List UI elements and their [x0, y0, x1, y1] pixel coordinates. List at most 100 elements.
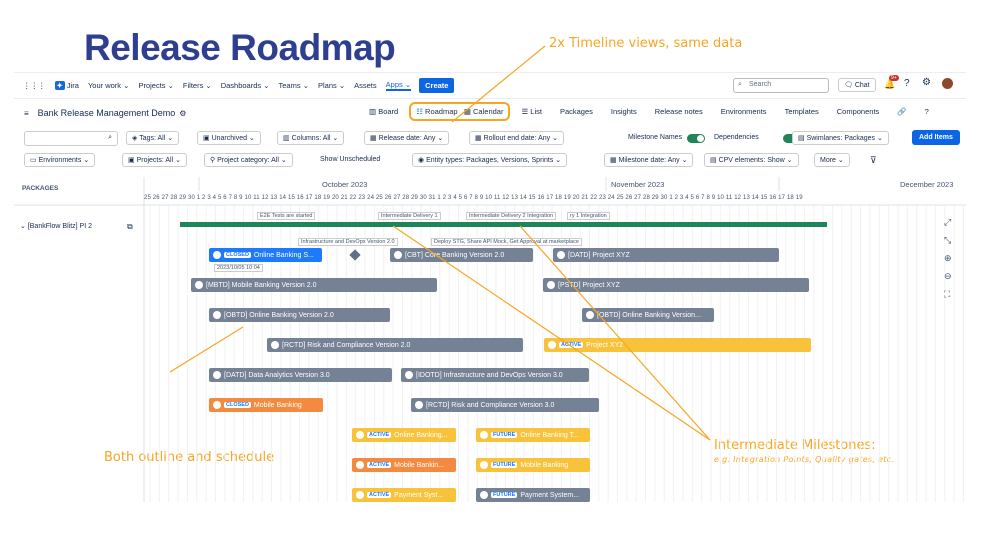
project-title: Bank Release Management Demo: [37, 108, 176, 118]
timeline-bar[interactable]: [DATD] Data Analytics Version 3.0: [209, 368, 392, 382]
filter-search-input[interactable]: ⌕: [24, 131, 118, 146]
milestone-date-filter[interactable]: ▦ Milestone date: Any ⌄: [604, 153, 694, 167]
nav-apps[interactable]: Apps ⌄: [385, 80, 412, 91]
link-icon[interactable]: 🔗: [897, 107, 907, 116]
annotation-milestones-sub: e.g. Integration Points, Quality gates, …: [714, 455, 895, 464]
clear-filter-icon[interactable]: ⊽: [870, 155, 877, 165]
tab-insights[interactable]: Insights: [610, 107, 637, 116]
tab-components[interactable]: Components: [836, 107, 880, 116]
nav-plans[interactable]: Plans ⌄: [317, 81, 346, 90]
swimlanes-icon: ▤: [798, 135, 805, 142]
show-unscheduled-label: Show Unscheduled: [320, 156, 381, 163]
tab-release-notes[interactable]: Release notes: [654, 107, 703, 116]
filter-bar: ⌕ ◈ Tags: All ⌄ ▣ Unarchived ⌄ ▥ Columns…: [14, 129, 966, 177]
search-input[interactable]: ⌕Search: [733, 78, 829, 93]
info-icon[interactable]: ?: [924, 107, 929, 116]
gear-icon[interactable]: ⚙: [922, 77, 931, 88]
timeline-bar[interactable]: [IDOTD] Infrastructure and DevOps Versio…: [401, 368, 589, 382]
open-link-icon[interactable]: ⧉: [127, 222, 133, 231]
nav-your-work[interactable]: Your work ⌄: [87, 81, 130, 90]
avatar[interactable]: [942, 78, 953, 89]
notifications-icon[interactable]: 🔔: [884, 79, 896, 89]
notification-badge: 9+: [889, 75, 899, 81]
milestone-label: Deploy STG, Share API Mock, Get Approval…: [431, 238, 582, 246]
pi-summary-bar[interactable]: [180, 222, 827, 227]
swimlanes-select[interactable]: ▤ Swimlanes: Packages ⌄: [792, 131, 889, 145]
create-button[interactable]: Create: [419, 78, 455, 93]
tab-templates[interactable]: Templates: [784, 107, 819, 116]
add-items-button[interactable]: Add Items: [912, 130, 960, 145]
sprint-icon: [480, 461, 488, 469]
timeline-bar[interactable]: [PSTD] Project XYZ: [543, 278, 809, 292]
category-icon: ⚲: [210, 157, 216, 164]
tags-filter[interactable]: ◈ Tags: All ⌄: [126, 131, 180, 145]
project-category-filter[interactable]: ⚲ Project category: All ⌄: [204, 153, 293, 167]
cpv-filter[interactable]: ▤ CPV elements: Show ⌄: [704, 153, 799, 167]
tab-list[interactable]: ☰ List: [521, 107, 542, 116]
board-icon: ▥: [369, 107, 377, 116]
milestone-label: Infrastructure and DevOps Version 2.0: [298, 238, 398, 246]
date-tooltip: 2023/10/05 10:04: [214, 264, 263, 272]
milestone-names-toggle[interactable]: [687, 134, 705, 143]
app-switcher-icon[interactable]: ⋮⋮⋮: [23, 81, 46, 90]
timeline-bar[interactable]: [CBT] Core Banking Version 2.0: [390, 248, 533, 262]
timeline-bar[interactable]: [OBTD] Online Banking Version...: [582, 308, 714, 322]
columns-filter[interactable]: ▥ Columns: All ⌄: [277, 131, 345, 145]
projects-filter[interactable]: ▣ Projects: All ⌄: [122, 153, 187, 167]
fit-icon[interactable]: ⛶: [944, 289, 951, 299]
release-icon: [213, 371, 221, 379]
tab-roadmap[interactable]: ☷ Roadmap ▦ Calendar: [409, 102, 511, 121]
zoom-in-icon[interactable]: ⊕: [944, 253, 952, 263]
tag-icon: ◈: [132, 135, 138, 142]
release-icon: [213, 401, 221, 409]
entity-types-filter[interactable]: ◉ Entity types: Packages, Versions, Spri…: [412, 153, 568, 167]
month-november: November 2023: [611, 180, 665, 189]
help-icon[interactable]: ?: [904, 78, 910, 89]
unarchived-filter[interactable]: ▣ Unarchived ⌄: [197, 131, 261, 145]
nav-projects[interactable]: Projects ⌄: [138, 81, 174, 90]
timeline-bar[interactable]: [RCTD] Risk and Compliance Version 3.0: [411, 398, 599, 412]
timeline-bar[interactable]: [MBTD] Mobile Banking Version 2.0: [191, 278, 437, 292]
annotation-outline-schedule: Both outline and schedule: [104, 450, 275, 465]
tab-calendar: Calendar: [473, 107, 504, 116]
more-filter[interactable]: More ⌄: [814, 153, 850, 167]
milestone-names-label: Milestone Names: [628, 134, 683, 141]
rollout-end-filter[interactable]: ▦ Rollout end date: Any ⌄: [469, 131, 564, 145]
environments-filter[interactable]: ▭ Environments ⌄: [24, 153, 96, 167]
zoom-out-icon[interactable]: ⊖: [944, 271, 952, 281]
expand-icon[interactable]: ⤢: [944, 217, 952, 227]
tab-packages[interactable]: Packages: [559, 107, 593, 116]
release-date-filter[interactable]: ▦ Release date: Any ⌄: [364, 131, 450, 145]
timeline-bar[interactable]: [DATD] Project XYZ: [553, 248, 779, 262]
group-row-label[interactable]: ⌄ [BankFlow Blitz] PI 2: [20, 223, 92, 230]
nav-dashboards[interactable]: Dashboards ⌄: [220, 81, 270, 90]
tab-environments[interactable]: Environments: [720, 107, 767, 116]
chat-button[interactable]: 🗨 Chat: [838, 78, 876, 92]
project-settings-icon[interactable]: ⚙: [179, 108, 187, 118]
archive-icon: ▣: [203, 135, 210, 142]
jira-logo[interactable]: ✦ Jira: [54, 81, 79, 90]
calendar-icon: ▦: [370, 135, 377, 142]
timeline-bar[interactable]: [OBTD] Online Banking Version 2.0: [209, 308, 390, 322]
chat-icon: 🗨: [844, 82, 853, 89]
eye-icon: ◉: [418, 157, 425, 164]
packages-header: PACKAGES: [22, 185, 59, 192]
timeline-bar[interactable]: [RCTD] Risk and Compliance Version 2.0: [267, 338, 523, 352]
nav-filters[interactable]: Filters ⌄: [182, 81, 212, 90]
slide-title: Release Roadmap: [84, 27, 396, 68]
collapse-icon[interactable]: ⤡: [944, 235, 952, 245]
release-icon: [415, 401, 423, 409]
nav-teams[interactable]: Teams ⌄: [278, 81, 309, 90]
nav-assets[interactable]: Assets: [354, 81, 377, 90]
tab-board[interactable]: ▥ Board: [369, 107, 399, 116]
menu-icon[interactable]: ≡: [24, 108, 29, 118]
